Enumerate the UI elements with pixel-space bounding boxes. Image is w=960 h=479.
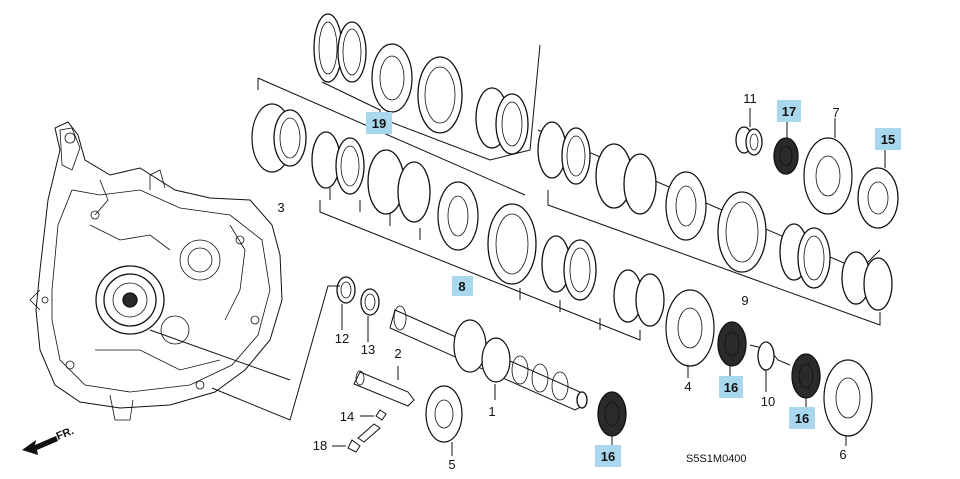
small-parts	[149, 276, 463, 456]
main-gear-row	[251, 77, 665, 341]
transmission-housing	[29, 121, 283, 421]
callout-16a-highlight	[719, 376, 743, 398]
callout-17-highlight	[777, 100, 801, 122]
callout-15: 15	[881, 132, 895, 147]
callout-16a: 16	[724, 380, 738, 395]
callout-19: 19	[372, 116, 386, 131]
callout-13: 13	[361, 342, 375, 357]
callout-19-highlight	[366, 112, 392, 134]
callout-5: 5	[448, 457, 455, 472]
callout-11: 11	[743, 91, 757, 106]
callout-16c-highlight	[595, 445, 621, 467]
direction-label: FR.	[55, 425, 76, 443]
callout-8: 8	[458, 279, 465, 294]
callout-4: 4	[684, 379, 691, 394]
callout-7: 7	[832, 105, 839, 120]
synchro-group-upper	[313, 13, 541, 161]
top-right-parts	[735, 108, 899, 229]
callout-10: 10	[761, 394, 775, 409]
callout-3: 3	[277, 200, 284, 215]
callout-16c: 16	[601, 449, 615, 464]
callout-17: 17	[782, 104, 796, 119]
callout-18: 18	[313, 438, 327, 453]
callout-9: 9	[741, 293, 748, 308]
mainshaft	[389, 305, 627, 446]
callout-12: 12	[335, 331, 349, 346]
bottom-right-parts	[665, 289, 873, 446]
direction-arrow-icon: FR.	[22, 425, 76, 455]
callout-8-highlight	[452, 276, 473, 296]
callout-16b-highlight	[789, 407, 815, 429]
callout-15-highlight	[875, 128, 901, 150]
diagram-code: S5S1M0400	[686, 453, 747, 465]
callout-layer: 1 2 3 4 5 6 7 8 9 10 11 12 13 14 15 16 1…	[277, 91, 901, 472]
callout-16b: 16	[795, 411, 809, 426]
callout-6: 6	[839, 447, 846, 462]
callout-14: 14	[340, 409, 354, 424]
callout-2: 2	[394, 346, 401, 361]
callout-1: 1	[488, 404, 495, 419]
countershaft-gear-row	[537, 121, 893, 326]
